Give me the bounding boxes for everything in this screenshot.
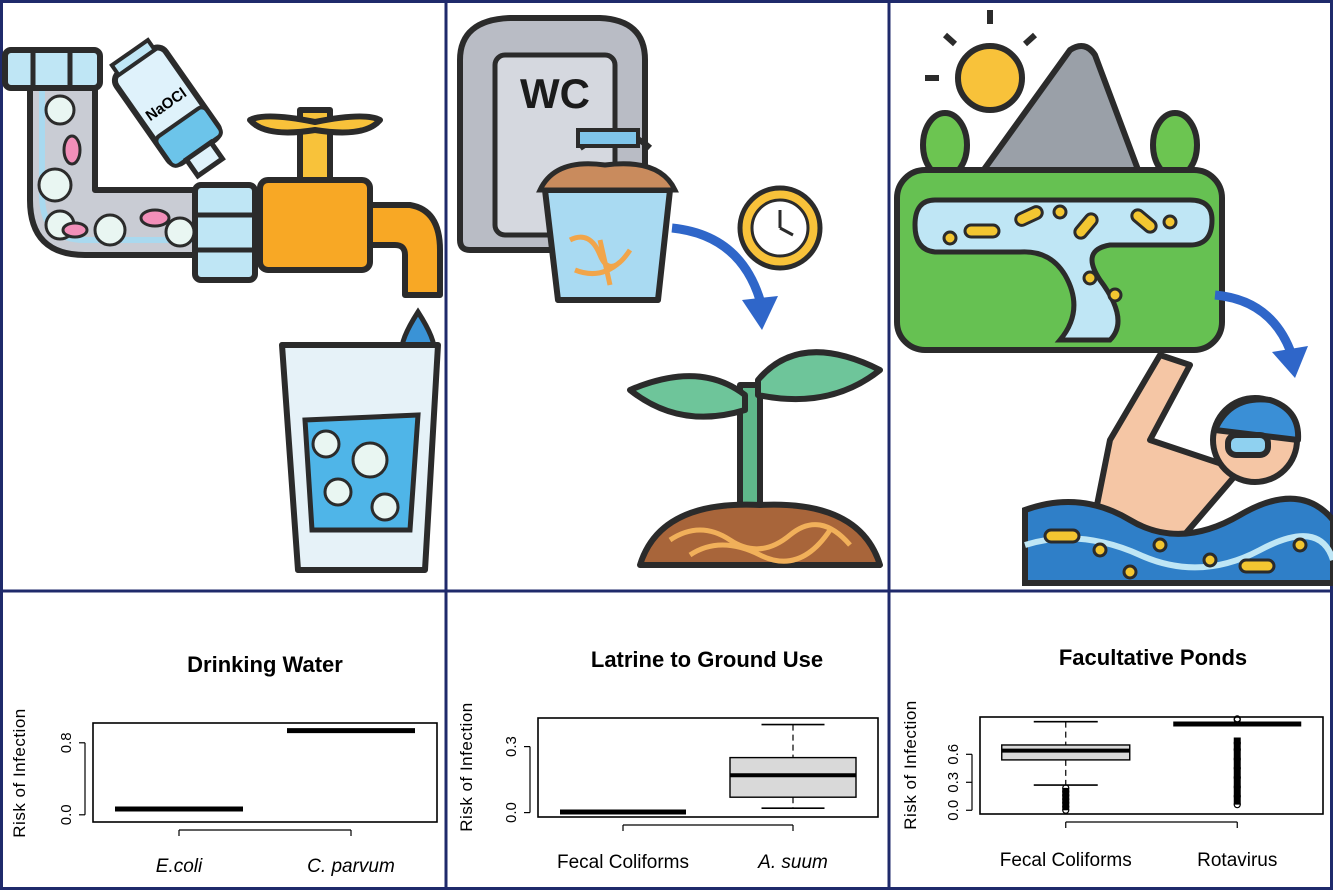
plant-icon [627, 349, 883, 528]
latrine-illustration: WC [457, 15, 883, 568]
naocl-bottle-icon: NaOCl [109, 37, 226, 180]
y-tick-label: 0.0 [945, 800, 962, 821]
y-tick-label: 0.0 [503, 802, 520, 823]
outlier-point [1233, 755, 1241, 763]
y-tick-label: 0.8 [58, 732, 75, 753]
microbe-icon [37, 94, 196, 248]
sun-icon [925, 10, 1038, 113]
outlier-point [1062, 802, 1070, 811]
outlier-point [1062, 799, 1070, 807]
box-iqr [729, 756, 857, 798]
faucet-icon [247, 107, 443, 298]
outlier-point [1062, 791, 1070, 799]
outlier-point [1233, 739, 1241, 747]
box-1 [1001, 720, 1131, 814]
x-tick-label: Fecal Coliforms [557, 852, 689, 873]
plot-area [92, 722, 438, 823]
arrow-icon [1214, 290, 1308, 378]
bucket-icon [536, 128, 679, 303]
x-tick-label: A. suum [757, 852, 828, 873]
outlier-point [1233, 764, 1241, 772]
chart-title: Facultative Ponds [1059, 645, 1247, 670]
svg-text:WC: WC [520, 70, 590, 117]
y-tick-label: 0.3 [503, 736, 520, 757]
outlier-point [1233, 774, 1241, 782]
outlier-point [1233, 792, 1241, 800]
outlier-point [1062, 788, 1070, 796]
y-axis-label: Risk of Infection [901, 700, 920, 829]
pond-icon [894, 167, 1225, 353]
plot-area [537, 717, 879, 818]
water-waves [1022, 495, 1333, 586]
tree-icon [920, 110, 1200, 180]
y-axis-label: Risk of Infection [457, 702, 476, 831]
box-2 [729, 723, 857, 810]
chart-title: Latrine to Ground Use [591, 647, 823, 672]
y-tick-label: 0.0 [58, 804, 75, 825]
outlier-point [1233, 715, 1241, 723]
outlier-point [1062, 784, 1070, 792]
outlier-point [1233, 783, 1241, 791]
ponds-illustration [894, 10, 1333, 586]
soil-icon [637, 501, 883, 568]
outlier-point [1062, 806, 1070, 814]
outlier-point [1062, 795, 1070, 803]
x-tick-label: Fecal Coliforms [1000, 850, 1132, 871]
box-2 [1173, 715, 1302, 809]
arrow-icon [671, 223, 778, 330]
glass-of-water-icon [279, 342, 441, 573]
x-tick-label: E.coli [156, 856, 203, 877]
y-tick-label: 0.6 [945, 744, 962, 765]
chart-title: Drinking Water [187, 652, 343, 677]
swimmer-icon [1087, 352, 1302, 543]
outlier-point [1233, 801, 1241, 809]
y-axis-label: Risk of Infection [10, 708, 29, 837]
mountain-icon [977, 43, 1143, 178]
plot-area [979, 716, 1324, 815]
x-tick-label: C. parvum [307, 856, 395, 877]
x-tick-label: Rotavirus [1197, 850, 1277, 871]
drinking-water-illustration: NaOCl [2, 37, 443, 573]
y-tick-label: 0.3 [945, 772, 962, 793]
bacteria-icon [942, 204, 1178, 303]
clock-icon [737, 185, 823, 271]
